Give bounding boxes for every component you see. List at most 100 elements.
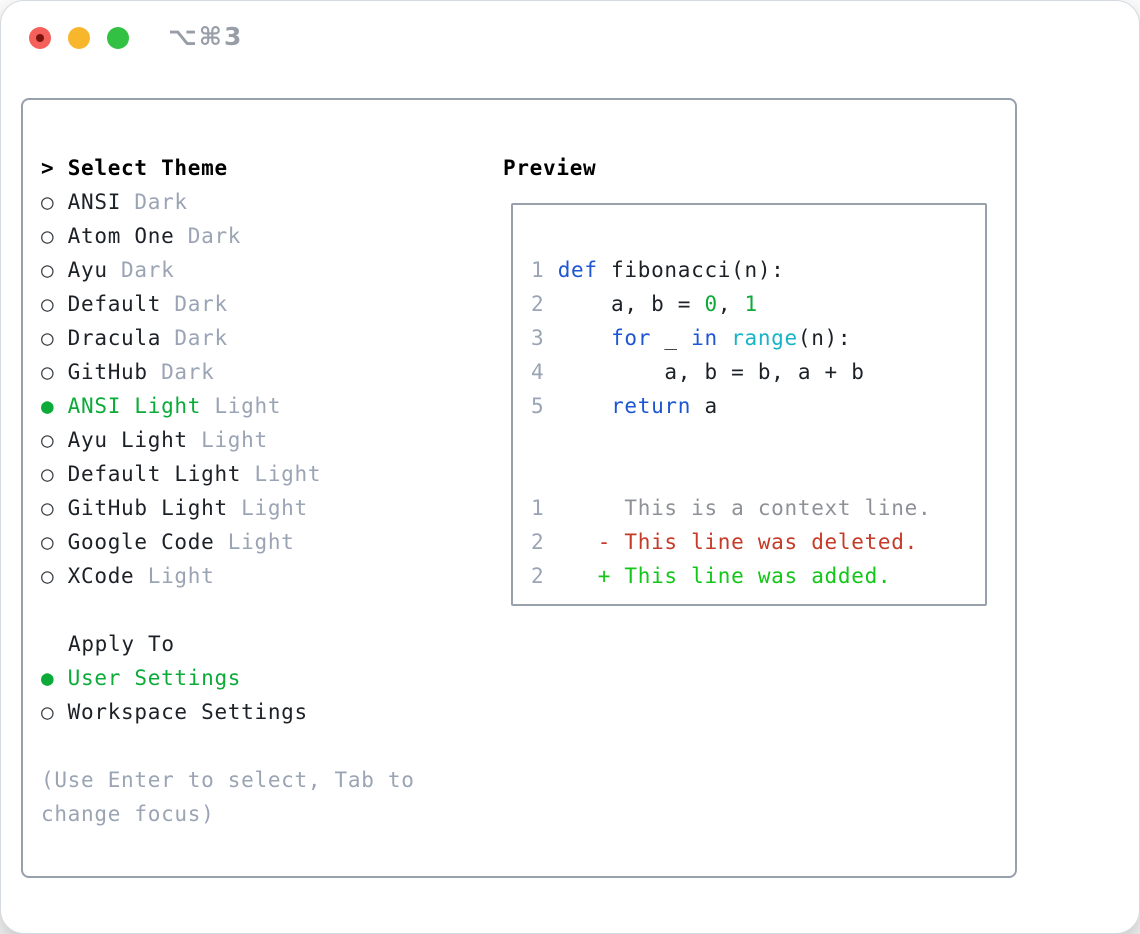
code-line: 4 a, b = b, a + b <box>531 355 985 389</box>
theme-name: Atom One <box>54 224 175 248</box>
code-token-lineno: 3 <box>531 326 545 350</box>
code-token-lineno: 2 <box>531 292 545 316</box>
code-token-context: This is a context line. <box>544 496 932 520</box>
theme-name: Default Light <box>54 462 242 486</box>
preview-header: Preview <box>503 156 597 180</box>
theme-option[interactable]: ○ Atom One Dark <box>41 219 491 253</box>
code-token-lineno: 2 <box>531 530 545 554</box>
select-theme-header: > Select Theme <box>41 151 491 185</box>
code-token-keyword: for <box>611 326 652 350</box>
theme-variant: Light <box>227 496 308 520</box>
radio-unselected-icon: ○ <box>41 292 55 316</box>
spacer <box>41 729 491 763</box>
theme-option[interactable]: ○ ANSI Dark <box>41 185 491 219</box>
theme-variant: Dark <box>147 360 215 384</box>
theme-option[interactable]: ○ Ayu Light Light <box>41 423 491 457</box>
radio-unselected-icon: ○ <box>41 564 55 588</box>
code-token-plain: (n): <box>797 326 852 350</box>
radio-unselected-icon: ○ <box>41 700 55 724</box>
help-text-line: (Use Enter to select, Tab to <box>41 768 415 792</box>
theme-option[interactable]: ○ Ayu Dark <box>41 253 491 287</box>
code-token-lineno: 4 <box>531 360 545 384</box>
diff-line: 2 + This line was added. <box>531 559 985 593</box>
theme-name: Dracula <box>54 326 162 350</box>
apply-to-header: Apply To <box>68 632 175 656</box>
code-token-lineno: 1 <box>531 258 545 282</box>
radio-selected-icon: ● <box>41 666 55 690</box>
spacer <box>41 593 491 627</box>
theme-option[interactable]: ○ Default Light Light <box>41 457 491 491</box>
theme-dialog-panel: > Select Theme ○ ANSI Dark○ Atom One Dar… <box>21 98 1017 878</box>
code-token-deleted: - This line was deleted. <box>544 530 918 554</box>
theme-variant: Light <box>187 428 268 452</box>
theme-variant: Light <box>201 394 282 418</box>
theme-name: XCode <box>54 564 135 588</box>
apply-to-option[interactable]: ○ Workspace Settings <box>41 695 491 729</box>
code-line: 5 return a <box>531 389 985 423</box>
close-button[interactable] <box>29 27 51 49</box>
theme-selector-column: > Select Theme ○ ANSI Dark○ Atom One Dar… <box>41 151 491 831</box>
theme-variant: Dark <box>121 190 188 214</box>
theme-name: ANSI Light <box>54 394 202 418</box>
radio-unselected-icon: ○ <box>41 190 55 214</box>
theme-variant: Dark <box>161 326 228 350</box>
radio-unselected-icon: ○ <box>41 530 55 554</box>
theme-name: Google Code <box>54 530 215 554</box>
window-titlebar: ⌥⌘3 <box>1 1 1139 75</box>
theme-option[interactable]: ○ XCode Light <box>41 559 491 593</box>
code-token-lineno: 2 <box>531 564 545 588</box>
theme-option[interactable]: ○ Google Code Light <box>41 525 491 559</box>
code-token-lineno: 5 <box>531 394 545 418</box>
diff-line: 2 - This line was deleted. <box>531 525 985 559</box>
code-token-number: 0 <box>704 292 718 316</box>
help-text-line: change focus) <box>41 802 215 826</box>
theme-option[interactable]: ○ GitHub Dark <box>41 355 491 389</box>
maximize-button[interactable] <box>107 27 129 49</box>
radio-selected-icon: ● <box>41 394 55 418</box>
radio-unselected-icon: ○ <box>41 496 55 520</box>
theme-name: Ayu <box>54 258 108 282</box>
code-token-plain: _ <box>651 326 692 350</box>
theme-option[interactable]: ○ Default Dark <box>41 287 491 321</box>
code-token-plain: a, b = b, a + b <box>544 360 865 384</box>
radio-unselected-icon: ○ <box>41 224 55 248</box>
window-title: ⌥⌘3 <box>168 22 244 51</box>
code-token-plain: a, b = <box>544 292 705 316</box>
code-token-plain <box>544 394 611 418</box>
code-token-added: + This line was added. <box>544 564 892 588</box>
radio-unselected-icon: ○ <box>41 462 55 486</box>
theme-variant: Light <box>241 462 322 486</box>
theme-option[interactable]: ○ Dracula Dark <box>41 321 491 355</box>
code-token-plain: fibonacci(n): <box>597 258 785 282</box>
code-token-plain <box>544 326 611 350</box>
code-token-plain <box>718 326 731 350</box>
code-preview: 1 def fibonacci(n): 2 a, b = 0, 1 3 for _ … <box>531 253 985 423</box>
theme-variant: Dark <box>107 258 175 282</box>
apply-to-option[interactable]: ● User Settings <box>41 661 491 695</box>
code-line: 1 def fibonacci(n): <box>531 253 985 287</box>
code-token-keyword: return <box>611 394 692 418</box>
theme-name: Default <box>54 292 162 316</box>
code-token-plain <box>544 258 557 282</box>
code-line: 3 for _ in range(n): <box>531 321 985 355</box>
theme-name: GitHub <box>54 360 148 384</box>
theme-variant: Dark <box>174 224 242 248</box>
pointer-icon: > <box>41 156 55 180</box>
code-token-lineno: 1 <box>531 496 545 520</box>
preview-pane: 1 def fibonacci(n): 2 a, b = 0, 1 3 for _ … <box>511 203 987 606</box>
apply-to-options-list: ● User Settings○ Workspace Settings <box>41 661 491 729</box>
theme-variant: Dark <box>161 292 228 316</box>
theme-option[interactable]: ○ GitHub Light Light <box>41 491 491 525</box>
theme-variant: Light <box>214 530 295 554</box>
code-token-plain: a <box>691 394 718 418</box>
code-token-plain: , <box>717 292 745 316</box>
theme-options-list: ○ ANSI Dark○ Atom One Dark○ Ayu Dark○ De… <box>41 185 491 593</box>
code-token-keyword: in <box>691 326 718 350</box>
close-dot-icon <box>36 34 44 42</box>
theme-option[interactable]: ● ANSI Light Light <box>41 389 491 423</box>
minimize-button[interactable] <box>68 27 90 49</box>
radio-unselected-icon: ○ <box>41 258 55 282</box>
radio-unselected-icon: ○ <box>41 360 55 384</box>
theme-variant: Light <box>134 564 215 588</box>
